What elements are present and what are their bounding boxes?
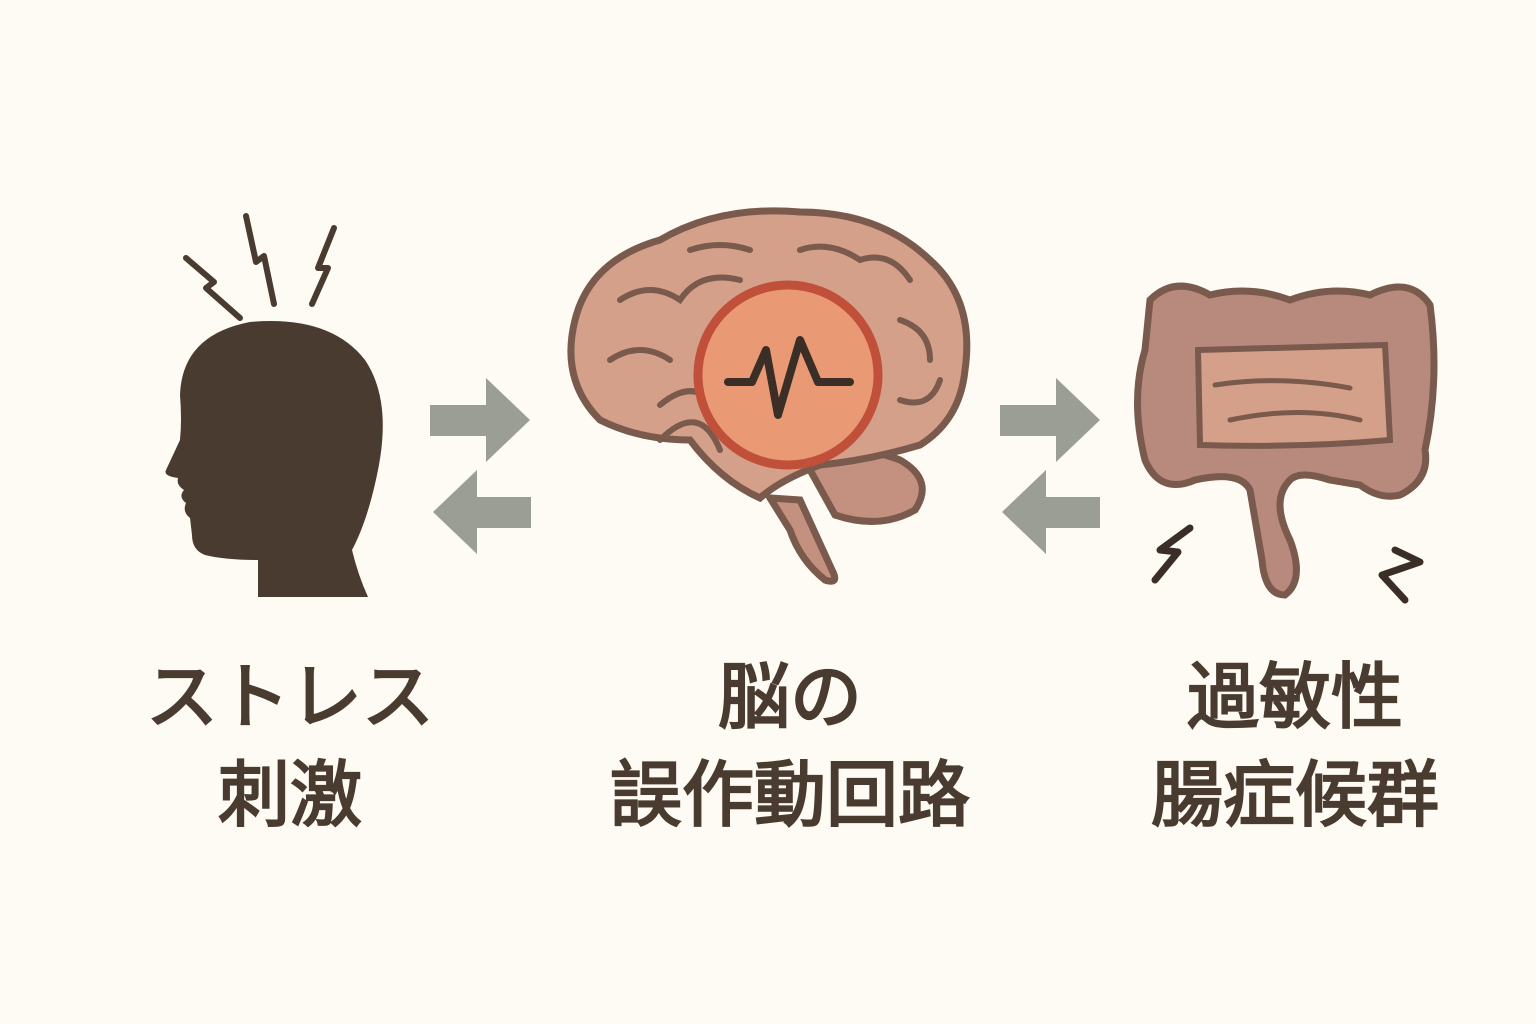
stress-stimulus-label: ストレス 刺激 — [140, 648, 440, 844]
label-line: 脳の — [717, 655, 862, 739]
bidirectional-arrow-icon — [430, 378, 531, 554]
ibs-label: 過敏性 腸症候群 — [1120, 648, 1470, 844]
label-line: 誤作動回路 — [609, 753, 970, 837]
label-line: 過敏性 — [1186, 655, 1403, 739]
label-line: ストレス — [145, 655, 434, 739]
brain-signal-icon — [567, 207, 971, 585]
intestine-icon — [1134, 282, 1438, 604]
label-line: 刺激 — [217, 753, 362, 837]
label-line: 腸症候群 — [1150, 753, 1439, 837]
stressed-head-icon — [165, 213, 383, 597]
bidirectional-arrow-icon — [1000, 378, 1100, 554]
brain-malfunction-label: 脳の 誤作動回路 — [580, 648, 1000, 844]
